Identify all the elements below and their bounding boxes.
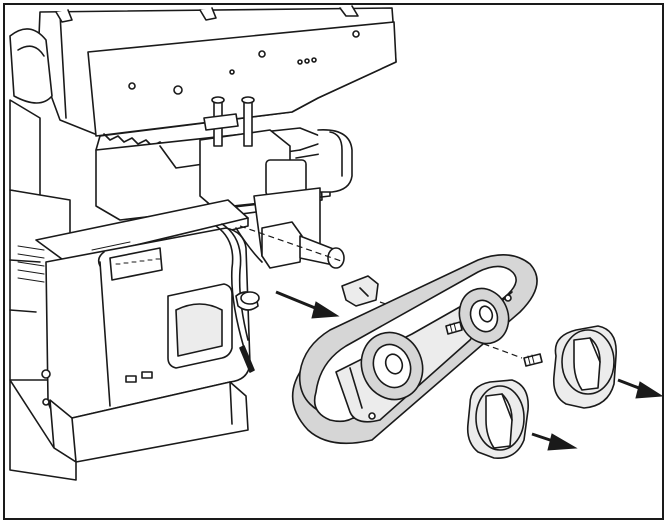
frame-border [3,3,664,520]
boiler-body-icon [9,5,397,381]
control-box-icon [9,199,251,481]
screw-icon [445,321,463,335]
screw-icon [523,353,543,367]
arrow-icon [617,378,664,399]
control-knob-icon [466,379,529,459]
control-knob-icon [552,325,617,409]
arrow-icon [531,432,578,451]
wire-harness [215,223,263,373]
mounting-bracket [235,221,345,311]
arrow-icon [275,290,340,319]
